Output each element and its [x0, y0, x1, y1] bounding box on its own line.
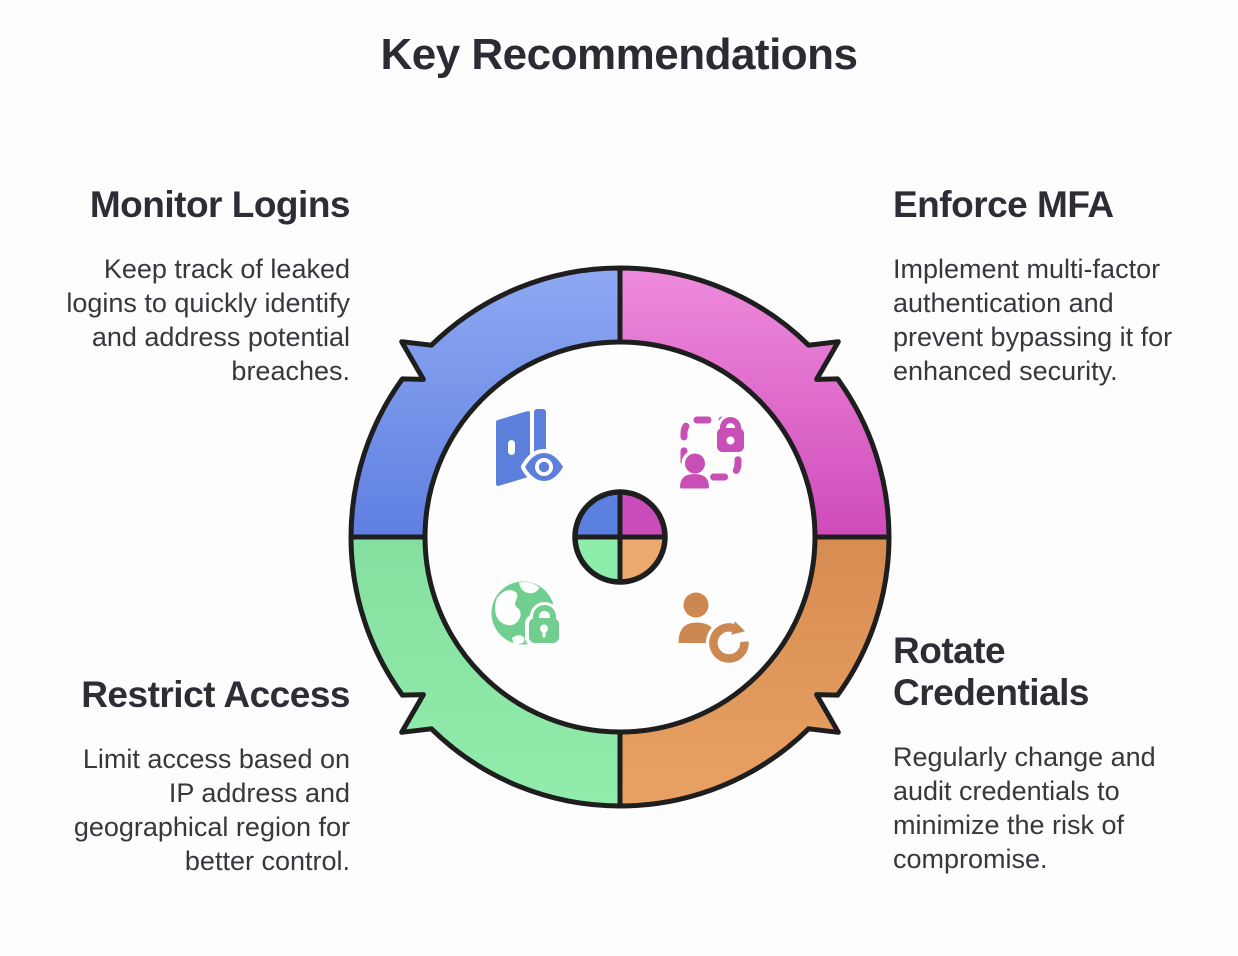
item-rotate-credentials: Rotate Credentials Regularly change and … — [893, 630, 1183, 876]
item-monitor-logins: Monitor Logins Keep track of leaked logi… — [42, 184, 350, 388]
hub-circle — [572, 489, 668, 585]
item-heading: Enforce MFA — [893, 184, 1114, 225]
item-heading: Monitor Logins — [89, 184, 351, 225]
item-body: Limit access based on IP address and geo… — [73, 744, 350, 876]
ring-segment-rotate-credentials — [617, 534, 892, 809]
person-refresh-icon — [678, 592, 752, 666]
ring-segment-enforce-mfa — [617, 265, 892, 540]
item-restrict-access: Restrict Access Limit access based on IP… — [60, 674, 351, 878]
item-enforce-mfa: Enforce MFA Implement multi-factor authe… — [893, 184, 1193, 388]
item-heading: Restrict Access — [81, 674, 350, 715]
page-title: Key Recommendations — [380, 30, 858, 79]
item-body: Implement multi-factor authentication an… — [893, 254, 1173, 386]
item-body: Regularly change and audit credentials t… — [893, 742, 1156, 874]
item-body: Keep track of leaked logins to quickly i… — [66, 254, 350, 386]
item-heading: Rotate Credentials — [893, 630, 1090, 713]
ring-segment-restrict-access — [348, 534, 623, 809]
person-scan-lock-icon — [676, 414, 748, 492]
ring-segment-monitor-logins — [348, 265, 623, 540]
globe-lock-icon — [491, 581, 563, 647]
cycle-diagram — [348, 265, 892, 809]
door-eye-icon — [496, 409, 567, 486]
